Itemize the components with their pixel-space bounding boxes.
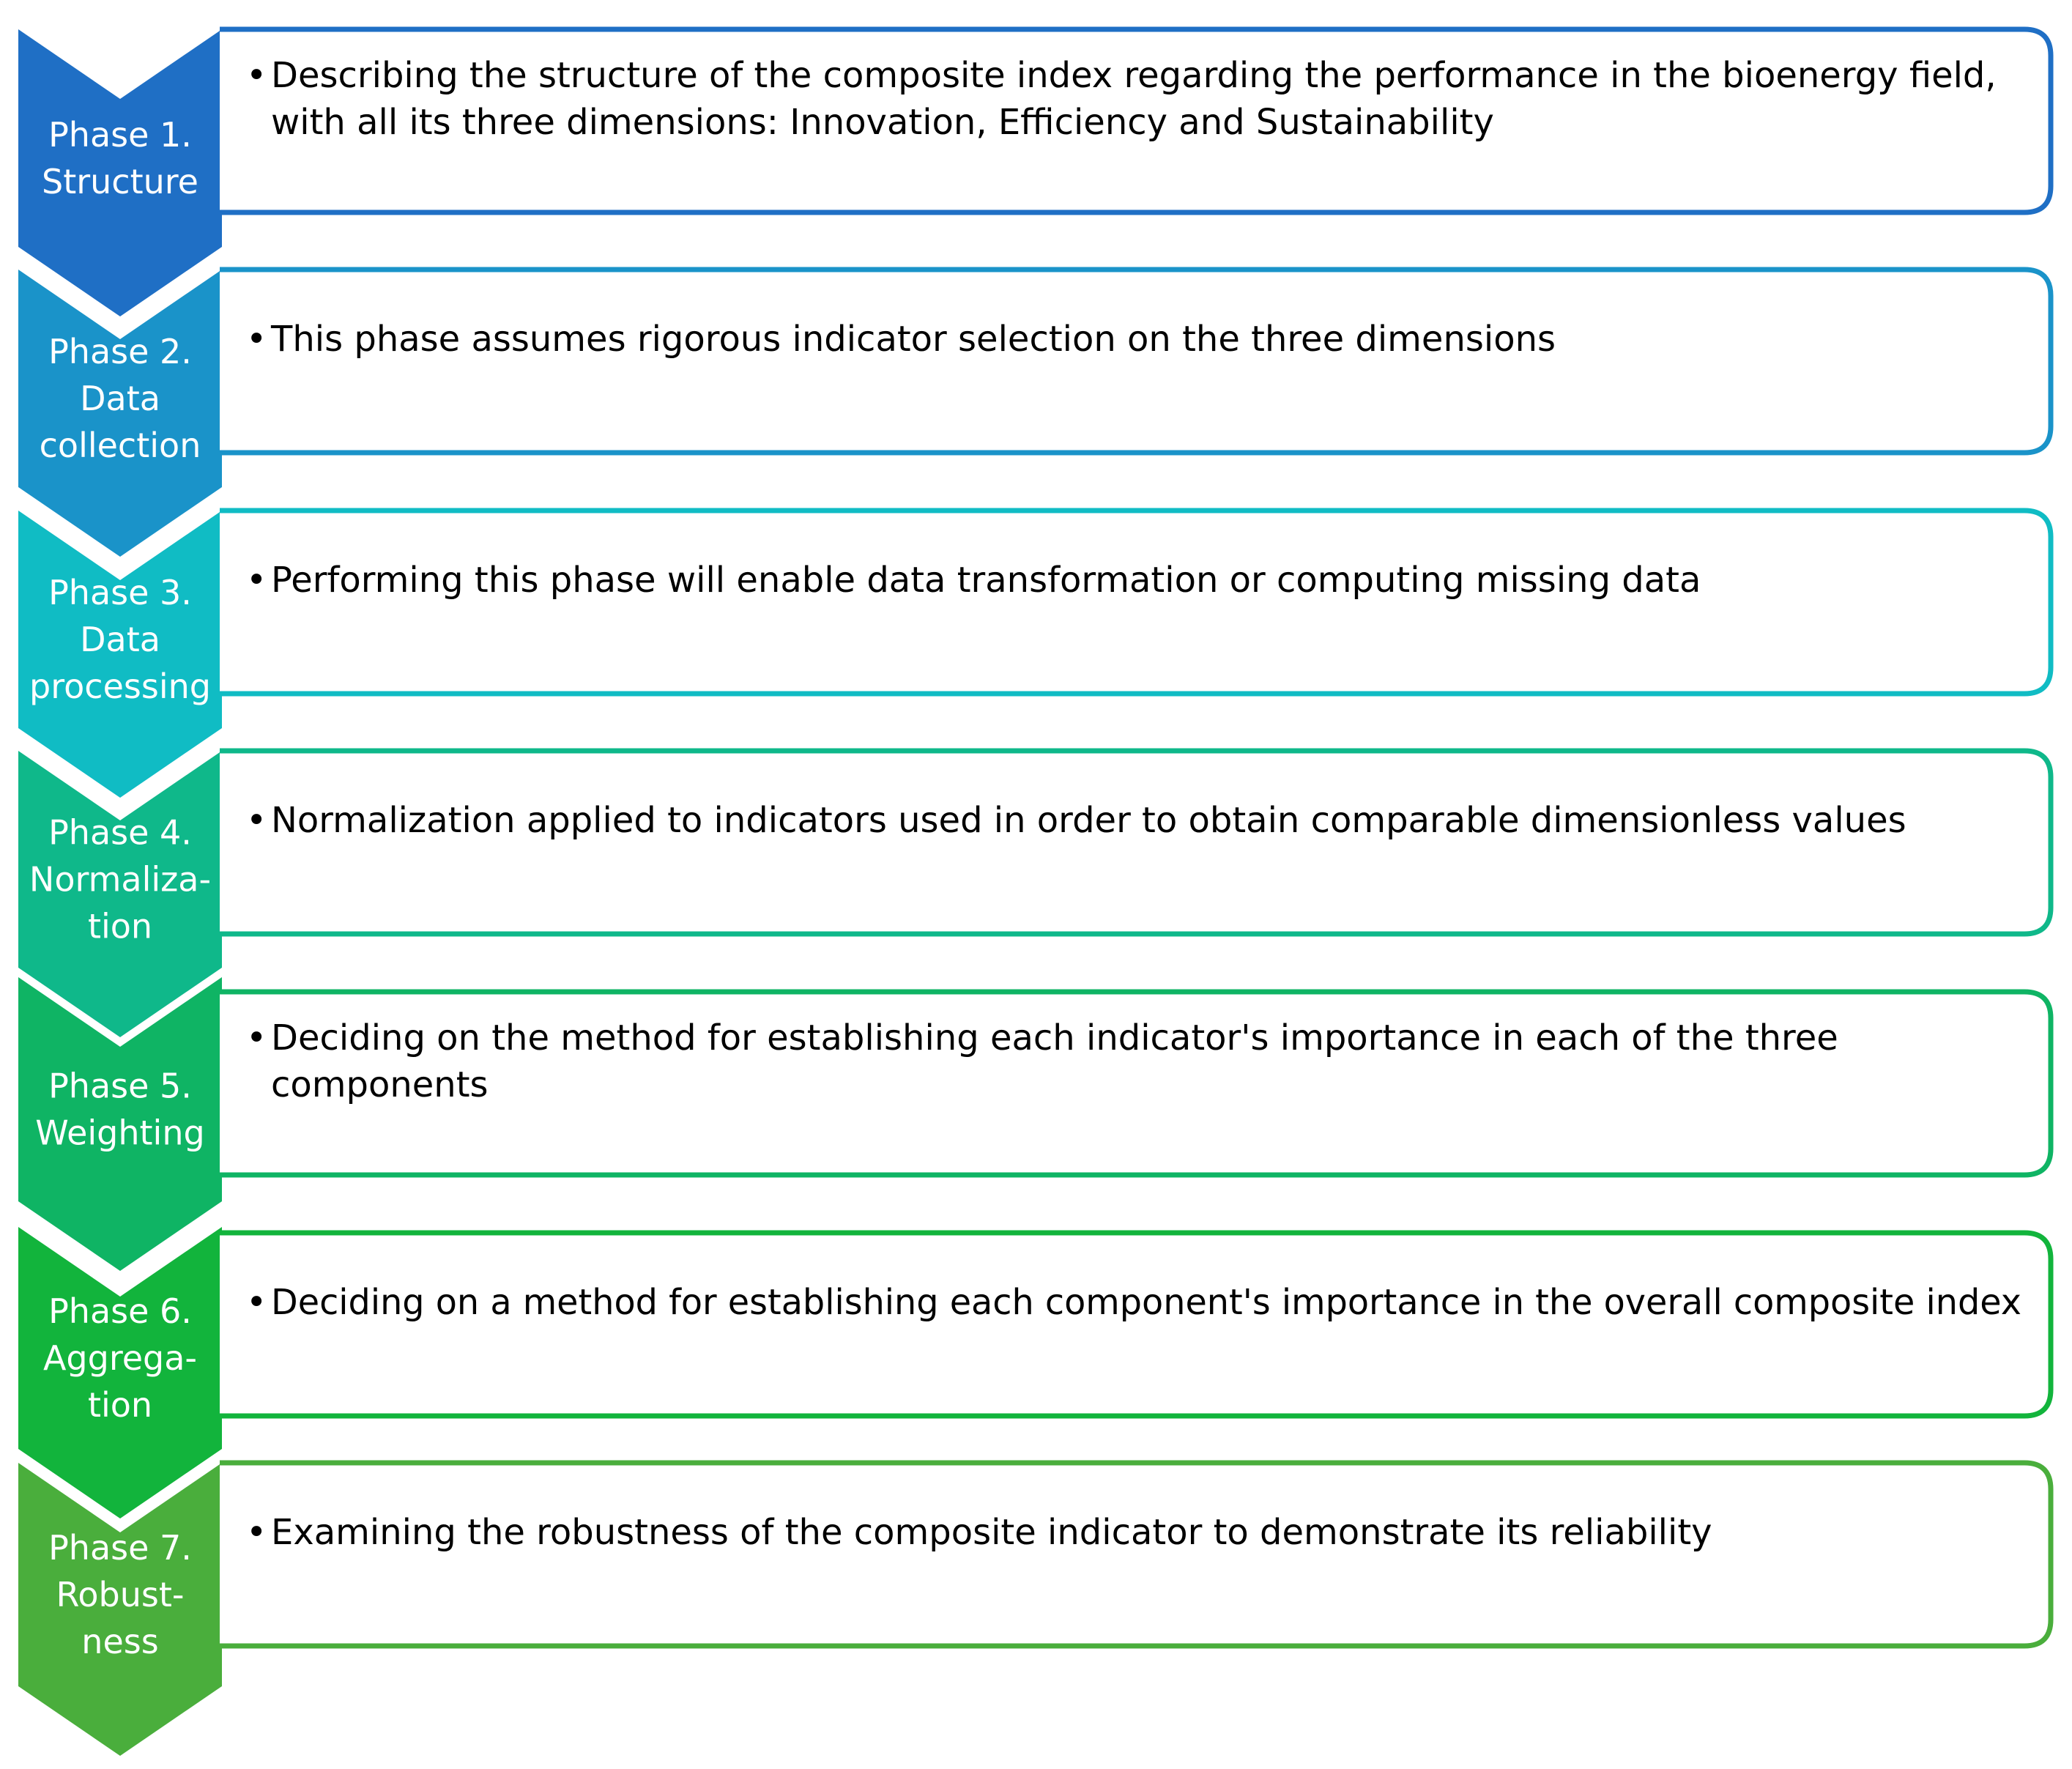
phase-3-description-line-1: Performing this phase will enable data t… [271, 560, 1701, 601]
phase-5-description-box [220, 989, 2054, 1178]
phase-7-label-line-3: ness [81, 1622, 158, 1661]
phase-4-label-line-2: Normaliza- [29, 860, 211, 900]
phase-6: Phase 6. Aggrega-tion •Deciding on a metho… [18, 1227, 2054, 1518]
phase-5: Phase 5. Weighting •Deciding on the method… [18, 977, 2054, 1271]
phase-4-chevron [18, 751, 222, 1037]
phase-7-description-box [220, 1460, 2054, 1649]
phase-2-label-line-3: collection [40, 426, 201, 465]
phase-2-chevron [18, 270, 222, 557]
phase-2-label-line-1: Phase 2. [48, 332, 192, 371]
phase-5-bullet: • [246, 1017, 267, 1058]
phase-6-chevron [18, 1227, 222, 1518]
phase-6-description-box [220, 1230, 2054, 1419]
phase-1-description-line-1: Describing the structure of the composit… [271, 55, 1997, 96]
phase-2-description-line-1: This phase assumes rigorous indicator se… [270, 319, 1556, 360]
phase-1-chevron [18, 29, 222, 316]
phase-6-label-line-1: Phase 6. [48, 1291, 192, 1331]
phase-1-description-line-2: with all its three dimensions: Innovatio… [271, 102, 1494, 143]
phase-3: Phase 3. Data processing •Performing this p… [18, 508, 2054, 798]
phase-7-label-line-2: Robust- [56, 1575, 185, 1614]
phase-2-label-line-2: Data [80, 379, 160, 418]
phase-7-description-line-1: Examining the robustness of the composit… [271, 1512, 1712, 1553]
phase-5-description-line-2: components [271, 1064, 489, 1105]
phase-5-chevron [18, 977, 222, 1271]
phase-4-description-box [220, 748, 2054, 937]
phase-5-description-line-1: Deciding on the method for establishing … [271, 1017, 1838, 1058]
phase-7-chevron [18, 1463, 222, 1756]
phase-3-description-box [220, 508, 2054, 697]
phase-7: Phase 7. Robust-ness •Examining the robust… [18, 1460, 2054, 1756]
phase-1-label-line-2: Structure [42, 162, 198, 201]
phase-3-label-line-3: processing [29, 667, 211, 706]
phase-1: Phase 1. Structure •Describing the structu… [18, 26, 2054, 316]
phase-1-bullet: • [246, 55, 267, 96]
phase-6-bullet: • [246, 1282, 267, 1323]
phase-6-label-line-2: Aggrega- [43, 1338, 197, 1378]
phase-2: Phase 2. Data collection •This phase assume… [18, 267, 2054, 557]
phase-6-label-line-3: tion [88, 1385, 152, 1425]
phase-3-bullet: • [246, 560, 267, 601]
phase-4: Phase 4. Normaliza-tion •Normalization app… [18, 748, 2054, 1037]
phase-3-label-line-1: Phase 3. [48, 573, 192, 612]
phase-4-bullet: • [246, 800, 267, 841]
phase-4-description-line-1: Normalization applied to indicators used… [271, 800, 1906, 841]
phase-7-label-line-1: Phase 7. [48, 1528, 192, 1568]
phase-2-bullet: • [246, 319, 267, 360]
phase-6-description-line-1: Deciding on a method for establishing ea… [271, 1282, 2021, 1323]
phase-2-description-box [220, 267, 2054, 456]
phase-3-label-line-2: Data [80, 620, 160, 659]
phase-7-bullet: • [246, 1512, 267, 1553]
phase-5-label-line-1: Phase 5. [48, 1067, 192, 1106]
phase-3-chevron [18, 511, 222, 798]
phase-4-label-line-1: Phase 4. [48, 813, 192, 853]
phase-5-label-line-2: Weighting [35, 1113, 204, 1153]
phase-1-description-box [220, 26, 2054, 215]
phase-1-label-line-1: Phase 1. [48, 115, 192, 155]
phase-4-label-line-3: tion [88, 907, 152, 946]
